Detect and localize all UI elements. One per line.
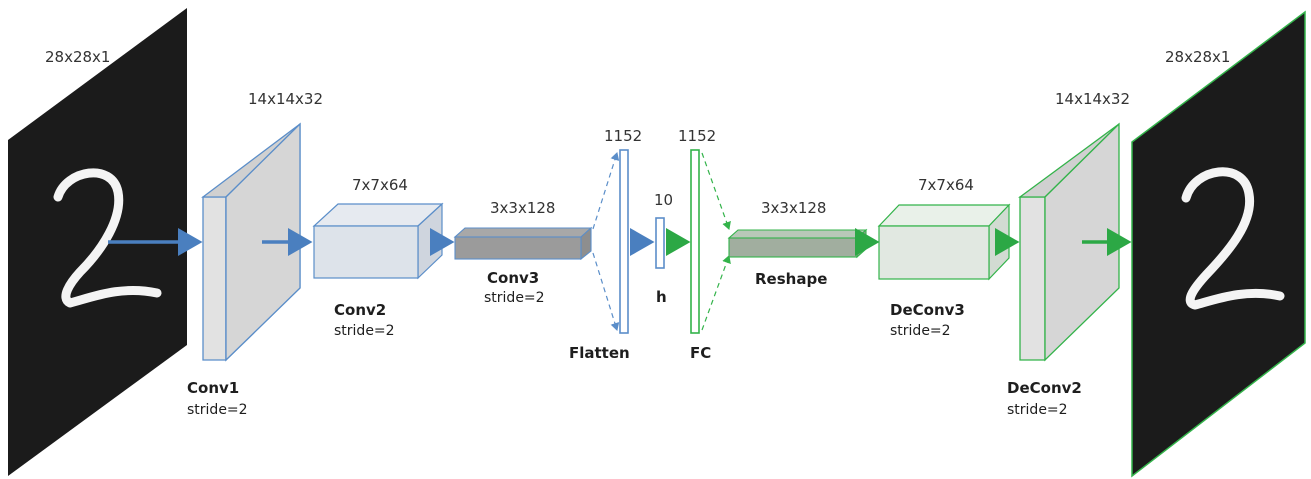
flatten-label: Flatten bbox=[569, 344, 630, 362]
hidden-label: h bbox=[656, 288, 667, 306]
hidden-dims: 10 bbox=[654, 191, 673, 209]
reshape-label: Reshape bbox=[755, 270, 827, 288]
deconv2-block: 14x14x32 DeConv2 stride=2 bbox=[1007, 90, 1130, 418]
deconv2-label: DeConv2 bbox=[1007, 379, 1082, 397]
flatten-dims: 1152 bbox=[604, 127, 642, 145]
reshape-dims: 3x3x128 bbox=[761, 199, 826, 217]
conv1-block: 14x14x32 Conv1 stride=2 bbox=[187, 90, 323, 418]
hidden-code-block: 10 h bbox=[654, 191, 673, 306]
deconv3-label: DeConv3 bbox=[890, 301, 965, 319]
conv2-dims: 7x7x64 bbox=[352, 176, 408, 194]
deconv2-dims: 14x14x32 bbox=[1055, 90, 1130, 108]
output-image-dims: 28x28x1 bbox=[1165, 48, 1230, 66]
deconv1-stride: stride=2 bbox=[1212, 453, 1273, 469]
conv1-label: Conv1 bbox=[187, 379, 239, 397]
conv1-stride: stride=2 bbox=[187, 402, 248, 418]
input-image-dims: 28x28x1 bbox=[45, 48, 110, 66]
conv2-label: Conv2 bbox=[334, 301, 386, 319]
deconv3-dims: 7x7x64 bbox=[918, 176, 974, 194]
conv2-stride: stride=2 bbox=[334, 323, 395, 339]
conv2-block: 7x7x64 Conv2 stride=2 bbox=[314, 176, 442, 339]
fc-dims: 1152 bbox=[678, 127, 716, 145]
fc-block: 1152 FC bbox=[678, 127, 729, 362]
deconv1-label: DeConv1 bbox=[1212, 431, 1287, 449]
conv3-dims: 3x3x128 bbox=[490, 199, 555, 217]
conv1-dims: 14x14x32 bbox=[248, 90, 323, 108]
deconv3-stride: stride=2 bbox=[890, 323, 951, 339]
conv3-block: 3x3x128 Conv3 stride=2 bbox=[455, 199, 591, 306]
conv3-stride: stride=2 bbox=[484, 290, 545, 306]
deconv3-block: 7x7x64 DeConv3 stride=2 bbox=[879, 176, 1009, 339]
deconv2-stride: stride=2 bbox=[1007, 402, 1068, 418]
fc-label: FC bbox=[690, 344, 711, 362]
output-image: 28x28x1 DeConv1 stride=2 bbox=[1132, 12, 1305, 476]
reshape-block: 3x3x128 Reshape bbox=[729, 199, 866, 288]
conv3-label: Conv3 bbox=[487, 269, 539, 287]
